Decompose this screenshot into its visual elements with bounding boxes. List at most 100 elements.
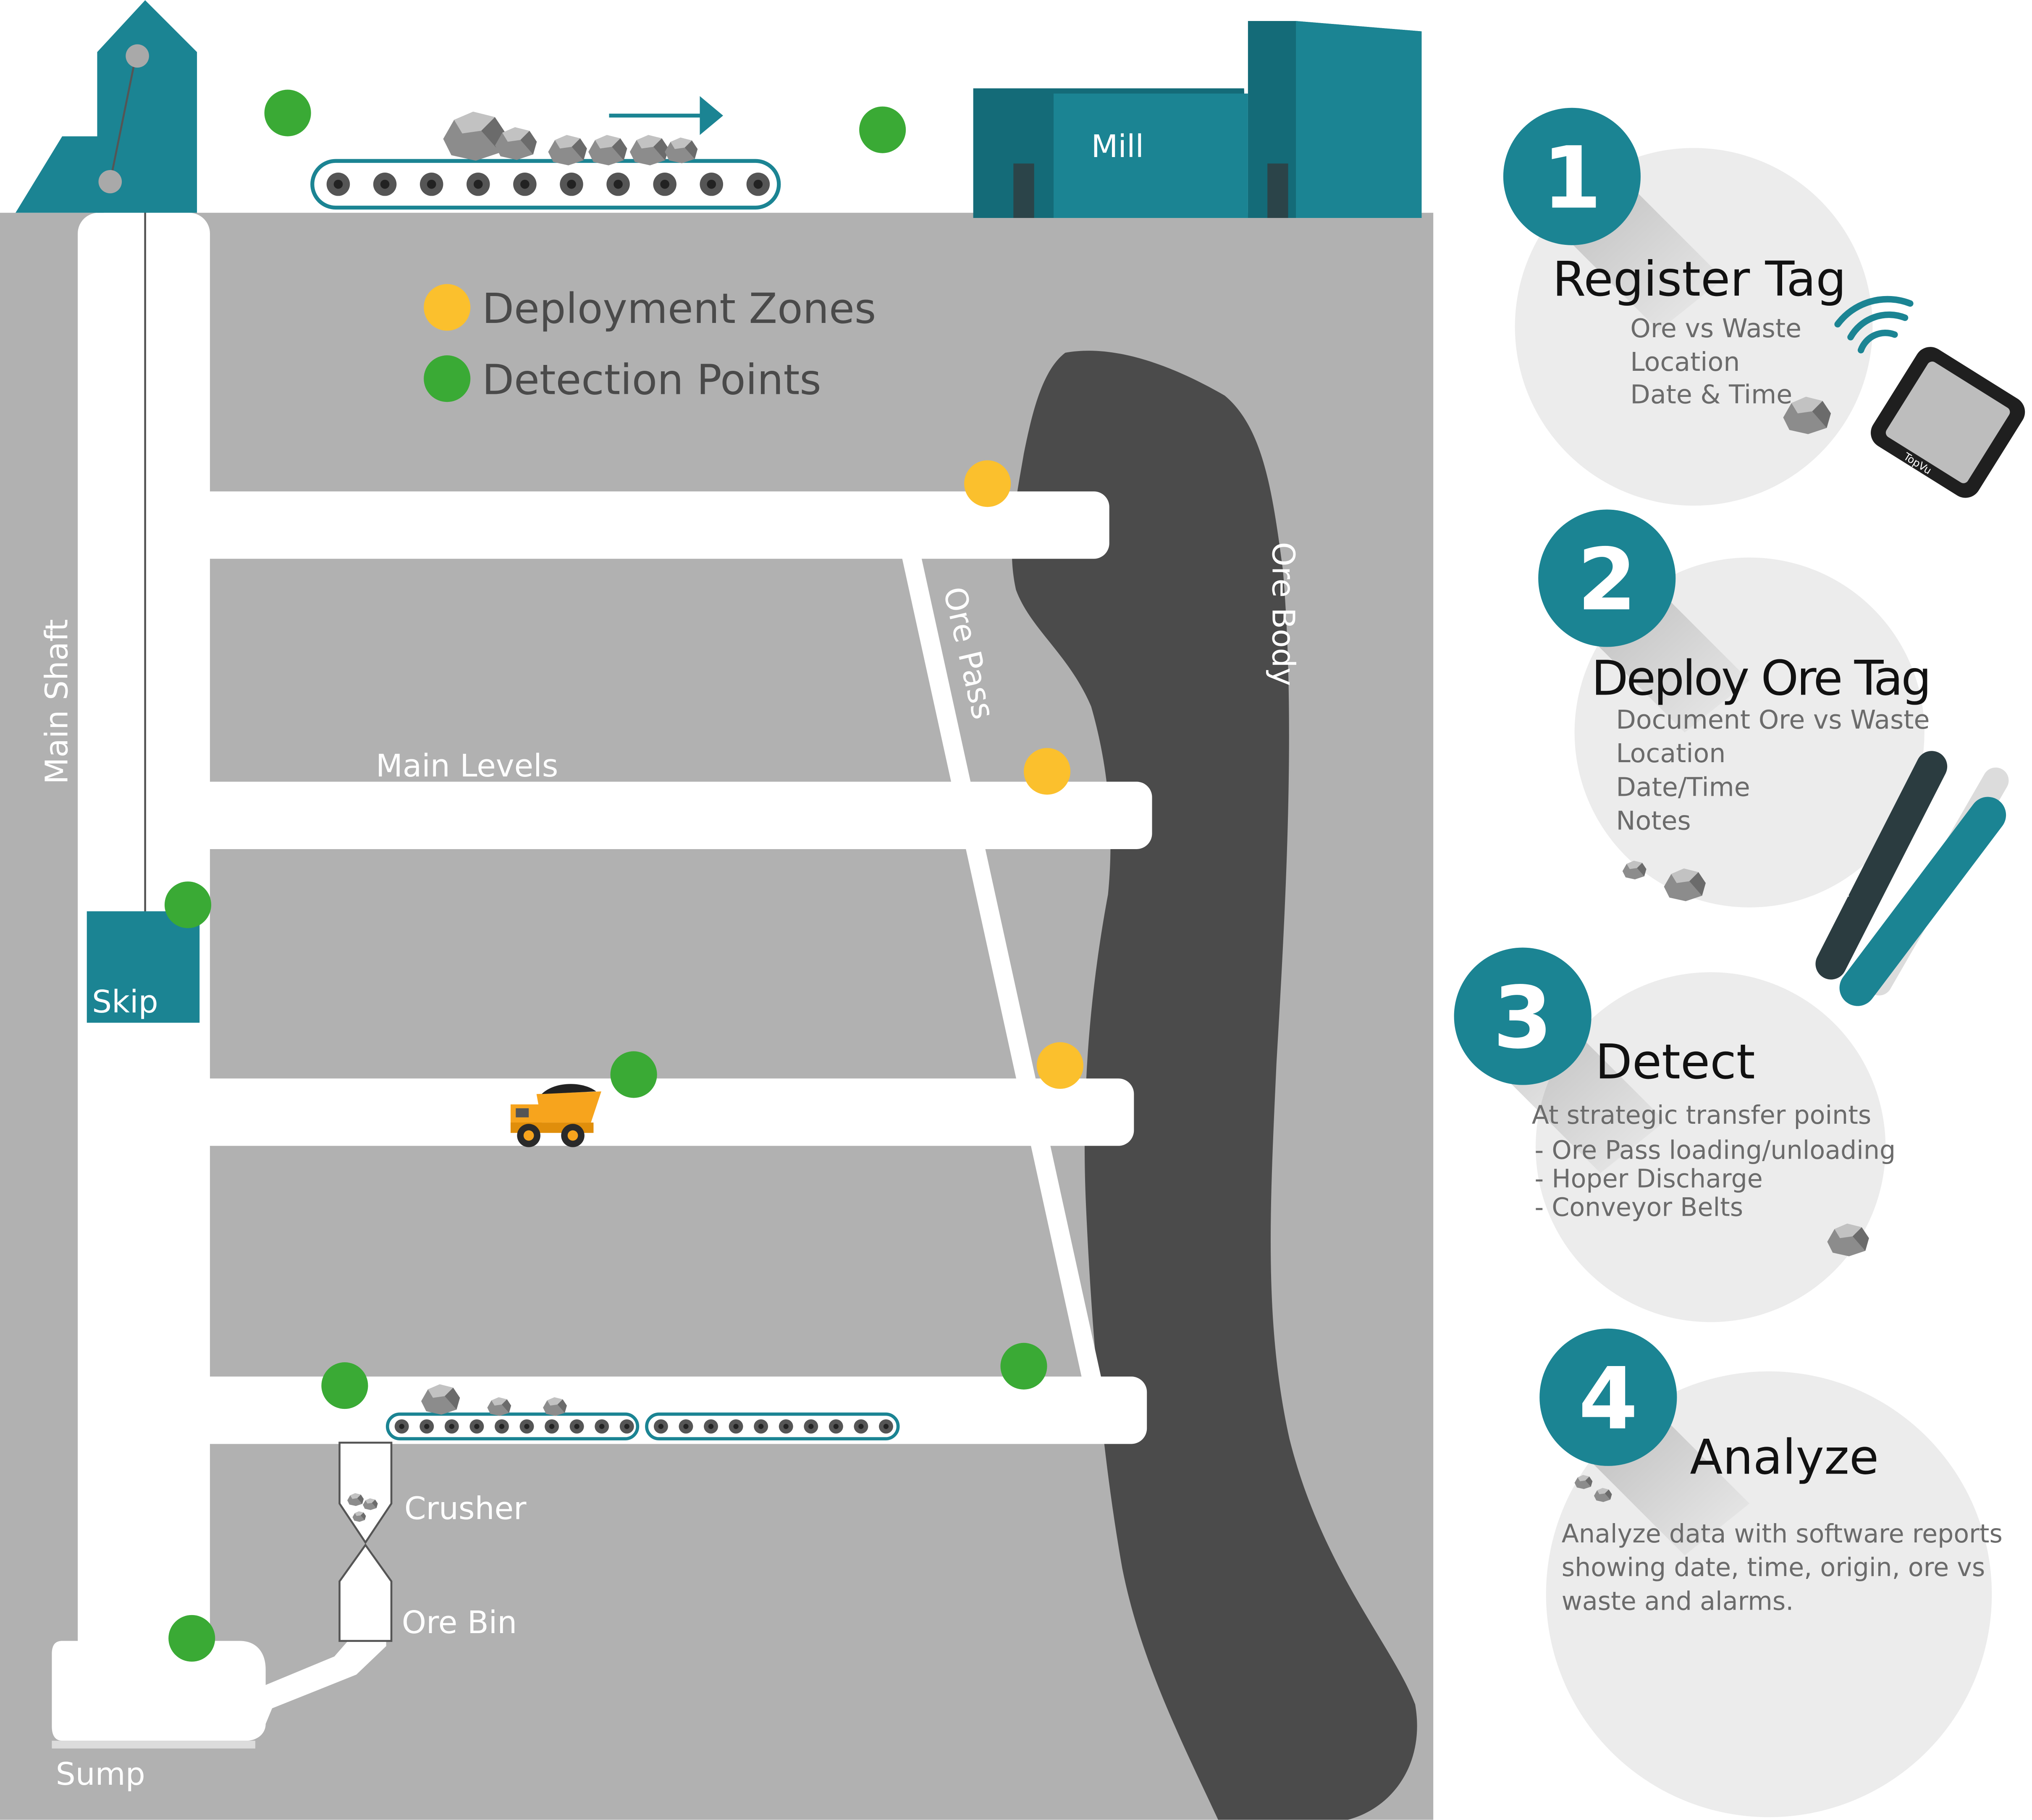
conveyor-roller-hub — [658, 1424, 664, 1429]
conveyor-roller-hub — [474, 1424, 480, 1429]
conveyor-roller-hub — [524, 1424, 530, 1429]
deployment-zone-dot — [964, 460, 1011, 507]
ore-pass — [902, 557, 1102, 1379]
ore-body — [1012, 351, 1417, 1820]
skip — [87, 911, 200, 1023]
step-2: 2 Deploy Ore Tag Document Ore vs Waste L… — [1538, 509, 2009, 1006]
step-3-backdrop — [1536, 972, 1886, 1322]
step-3-badge — [1454, 947, 1592, 1085]
conveyor-roller-hub — [733, 1424, 739, 1429]
conveyor-roller-hub — [707, 179, 716, 189]
step-1-line-2: Location — [1630, 347, 1740, 377]
step-2-line-1: Document Ore vs Waste — [1616, 705, 1930, 735]
conveyor-roller-hub — [473, 179, 483, 189]
conveyor-roller-hub — [599, 1424, 605, 1429]
step-4: 4 Analyze Analyze data with software rep… — [1539, 1328, 2003, 1817]
main-levels-label: Main Levels — [376, 748, 558, 784]
step-2-badge — [1538, 509, 1676, 647]
legend: Deployment Zones Detection Points — [424, 284, 876, 404]
step-1-title: Register Tag — [1552, 251, 1846, 307]
conveyor-roller-hub — [753, 179, 763, 189]
conveyor-roller-hub — [808, 1424, 814, 1429]
step-3: 3 Detect At strategic transfer points - … — [1454, 947, 1896, 1322]
step-1-line-1: Ore vs Waste — [1630, 313, 1801, 344]
step-4-line-2: showing date, time, origin, ore vs — [1562, 1553, 1985, 1582]
sump — [52, 1636, 386, 1741]
conveyor-roller-hub — [758, 1424, 764, 1429]
step-4-title: Analyze — [1690, 1429, 1879, 1485]
surface-rocks — [443, 111, 698, 165]
step-4-number: 4 — [1578, 1349, 1638, 1449]
ore-bin — [338, 1543, 393, 1642]
conveyor-roller-hub — [380, 179, 390, 189]
handheld-reader-icon: TopVu — [1871, 347, 2025, 498]
legend-deployment-zones: Deployment Zones — [482, 285, 876, 333]
conveyor-roller-hub — [399, 1424, 404, 1429]
step-1-badge — [1503, 108, 1641, 245]
conveyor-roller-hub — [499, 1424, 505, 1429]
deployment-zone-dot — [1024, 748, 1071, 795]
conveyor-roller-hub — [883, 1424, 889, 1429]
step-2-title: Deploy Ore Tag — [1592, 650, 1930, 706]
main-shaft-label: Main Shaft — [39, 619, 75, 784]
step-4-line-3: waste and alarms. — [1562, 1587, 1794, 1616]
conveyor-roller-hub — [624, 1424, 629, 1429]
legend-detection-points: Detection Points — [482, 356, 821, 404]
haul-truck — [510, 1084, 601, 1147]
underground-conveyor-2 — [645, 1412, 900, 1440]
step-3-title: Detect — [1595, 1034, 1755, 1090]
detection-point-dot — [321, 1362, 368, 1409]
step-4-badge — [1539, 1328, 1677, 1466]
level-3 — [194, 1078, 1134, 1146]
conveyor-roller-hub — [783, 1424, 789, 1429]
wireless-signal-icon — [1834, 296, 1914, 354]
conveyor-roller-hub — [574, 1424, 579, 1429]
sump-base — [52, 1741, 255, 1749]
step-2-line-4: Notes — [1616, 806, 1691, 836]
ore-bin-label: Ore Bin — [402, 1605, 517, 1641]
crusher-label: Crusher — [404, 1490, 527, 1526]
underground-conveyor-1 — [385, 1412, 640, 1440]
step-4-line-1: Analyze data with software reports — [1562, 1519, 2003, 1549]
step-2-line-2: Location — [1616, 738, 1725, 768]
step-1-number: 1 — [1542, 129, 1602, 228]
deployment-zone-dot — [1036, 1042, 1083, 1089]
detection-point-dot — [264, 89, 311, 136]
level-1 — [194, 491, 1109, 559]
crusher — [338, 1442, 393, 1545]
detection-point-dot — [1000, 1343, 1047, 1390]
conveyor-roller-hub — [449, 1424, 454, 1429]
step-3-line-1: At strategic transfer points — [1532, 1101, 1871, 1130]
detection-point-dot — [610, 1051, 657, 1098]
skip-label: Skip — [92, 984, 158, 1020]
step-2-line-3: Date/Time — [1616, 772, 1750, 802]
legend-detect-swatch — [424, 355, 471, 402]
step-1: 1 Register Tag Ore vs Waste Location Dat… — [1503, 108, 2025, 506]
ore-body-label: Ore Body — [1265, 542, 1301, 686]
conveyor-roller-hub — [858, 1424, 864, 1429]
mill-label: Mill — [1091, 129, 1144, 165]
conveyor-roller-hub — [424, 1424, 430, 1429]
conveyor-roller-hub — [520, 179, 530, 189]
detection-point-dot — [168, 1615, 215, 1662]
step-1-line-3: Date & Time — [1630, 379, 1792, 409]
flow-arrow-icon — [609, 96, 724, 135]
conveyor-roller-hub — [614, 179, 623, 189]
step-2-number: 2 — [1577, 530, 1637, 630]
sump-label: Sump — [56, 1756, 145, 1792]
conveyor-roller-hub — [427, 179, 436, 189]
conveyor-roller-hub — [683, 1424, 689, 1429]
step-3-number: 3 — [1493, 968, 1552, 1068]
conveyor-roller-hub — [567, 179, 576, 189]
surface-conveyor — [310, 159, 781, 210]
detection-point-dot — [164, 881, 212, 928]
conveyor-roller-hub — [708, 1424, 714, 1429]
detection-point-dot — [859, 106, 906, 153]
ore-tag-icon: TopVu — [1815, 751, 2009, 1006]
step-3-line-4: - Conveyor Belts — [1526, 1193, 1743, 1222]
headframe — [16, 0, 197, 213]
conveyor-roller-hub — [549, 1424, 555, 1429]
conveyor-roller-hub — [833, 1424, 839, 1429]
legend-deploy-swatch — [424, 284, 471, 331]
